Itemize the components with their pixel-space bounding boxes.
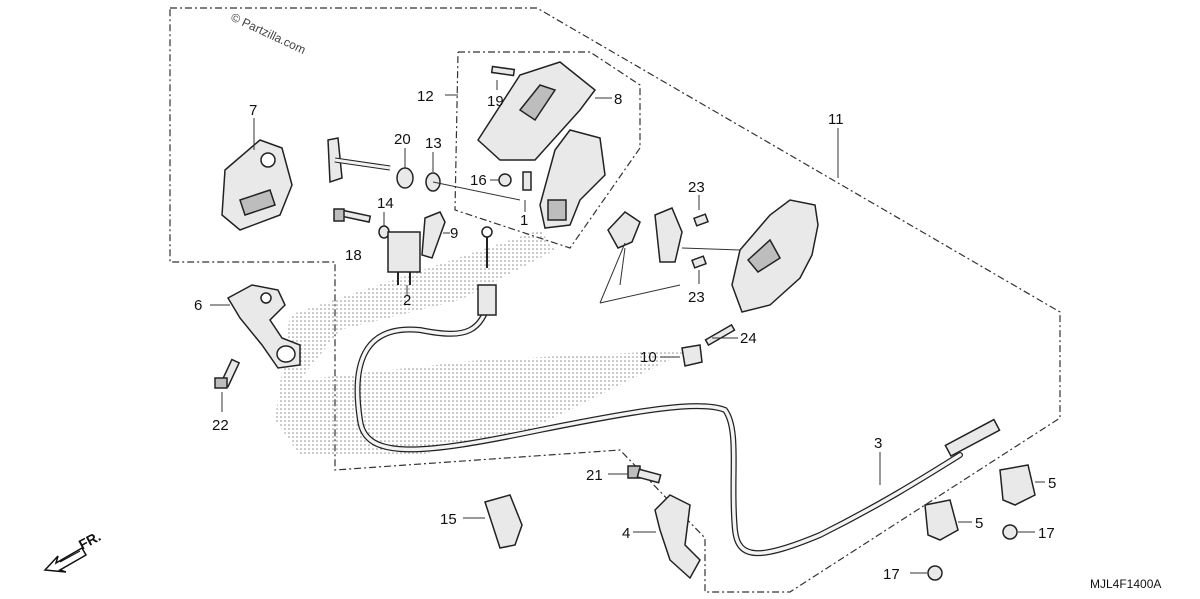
- subassembly-outline: [454, 51, 641, 249]
- cable-highlight: [355, 298, 962, 555]
- callout-14[interactable]: 14: [377, 195, 394, 212]
- bracket-part-4[interactable]: [654, 494, 701, 580]
- arrow-front-icon: [43, 546, 88, 573]
- bolt-part-21[interactable]: [627, 465, 662, 484]
- callout-11[interactable]: 11: [828, 111, 844, 128]
- callout-10[interactable]: 10: [640, 349, 657, 366]
- callout-19[interactable]: 19: [487, 93, 504, 110]
- callout-7[interactable]: 7: [249, 102, 257, 119]
- callout-17a[interactable]: 17: [1038, 525, 1055, 542]
- callout-2[interactable]: 2: [403, 292, 411, 309]
- spring-part[interactable]: [522, 171, 532, 191]
- pin-part[interactable]: [490, 65, 516, 77]
- callout-15[interactable]: 15: [440, 511, 457, 528]
- callout-20[interactable]: 20: [394, 131, 411, 148]
- callout-13[interactable]: 13: [425, 135, 442, 152]
- pin-part-24[interactable]: [704, 323, 736, 347]
- lever-part-6[interactable]: [226, 284, 301, 369]
- cable-end-fitting[interactable]: [944, 418, 1001, 457]
- callout-1[interactable]: 1: [520, 212, 528, 229]
- switch-part-2[interactable]: [387, 231, 421, 285]
- callout-23b[interactable]: 23: [688, 289, 705, 306]
- diagram-code: MJL4F1400A: [1090, 577, 1161, 591]
- nut-part-16[interactable]: [498, 173, 512, 187]
- housing-part-11[interactable]: [731, 199, 819, 313]
- lever-body-part[interactable]: [539, 129, 606, 229]
- plate-part-9[interactable]: [421, 211, 446, 259]
- callout-24[interactable]: 24: [740, 330, 757, 347]
- cover-part[interactable]: [477, 61, 597, 161]
- callout-3[interactable]: 3: [874, 435, 882, 452]
- callout-5a[interactable]: 5: [1048, 475, 1056, 492]
- washer-part-20[interactable]: [396, 167, 414, 189]
- clip-part-10[interactable]: [681, 344, 703, 367]
- callout-5b[interactable]: 5: [975, 515, 983, 532]
- shaded-region: [275, 230, 690, 455]
- bolt-part-17b[interactable]: [927, 565, 943, 581]
- spring-part-23a[interactable]: [693, 213, 709, 227]
- callout-22[interactable]: 22: [212, 417, 229, 434]
- callout-labels: 7 12 8 19 20 13 16 1 14 18 2 9 6 22 11 2…: [194, 88, 1056, 583]
- callout-12[interactable]: 12: [417, 88, 434, 105]
- arrow-front-hatch: [59, 550, 81, 563]
- watermark-text: © Partzilla.com: [229, 10, 308, 57]
- cable-top-fitting[interactable]: [477, 226, 497, 316]
- assembly-outline: [169, 7, 1061, 593]
- bracket-block-part[interactable]: [607, 211, 641, 249]
- switch-housing-part[interactable]: [221, 139, 293, 231]
- callout-17b[interactable]: 17: [883, 566, 900, 583]
- clamp-part-5a[interactable]: [999, 464, 1036, 506]
- guide-block-part[interactable]: [654, 207, 683, 263]
- front-indicator: FR.: [43, 528, 103, 573]
- leader-lines: [210, 80, 1045, 574]
- spring-part-23b[interactable]: [691, 255, 707, 269]
- lever-pin-part[interactable]: [327, 137, 391, 184]
- callout-21[interactable]: 21: [586, 467, 603, 484]
- callout-4[interactable]: 4: [622, 525, 630, 542]
- clamp-part-5b[interactable]: [924, 499, 959, 541]
- bolt-part-17a[interactable]: [1002, 524, 1018, 540]
- callout-8[interactable]: 8: [614, 91, 622, 108]
- bolt-part-22[interactable]: [214, 358, 241, 389]
- clamp-part-15[interactable]: [484, 494, 523, 549]
- callout-18[interactable]: 18: [345, 247, 362, 264]
- callout-9[interactable]: 9: [450, 225, 458, 242]
- callout-6[interactable]: 6: [194, 297, 202, 314]
- callout-23a[interactable]: 23: [688, 179, 705, 196]
- bolt-part-18[interactable]: [333, 208, 372, 223]
- callout-16[interactable]: 16: [470, 172, 487, 189]
